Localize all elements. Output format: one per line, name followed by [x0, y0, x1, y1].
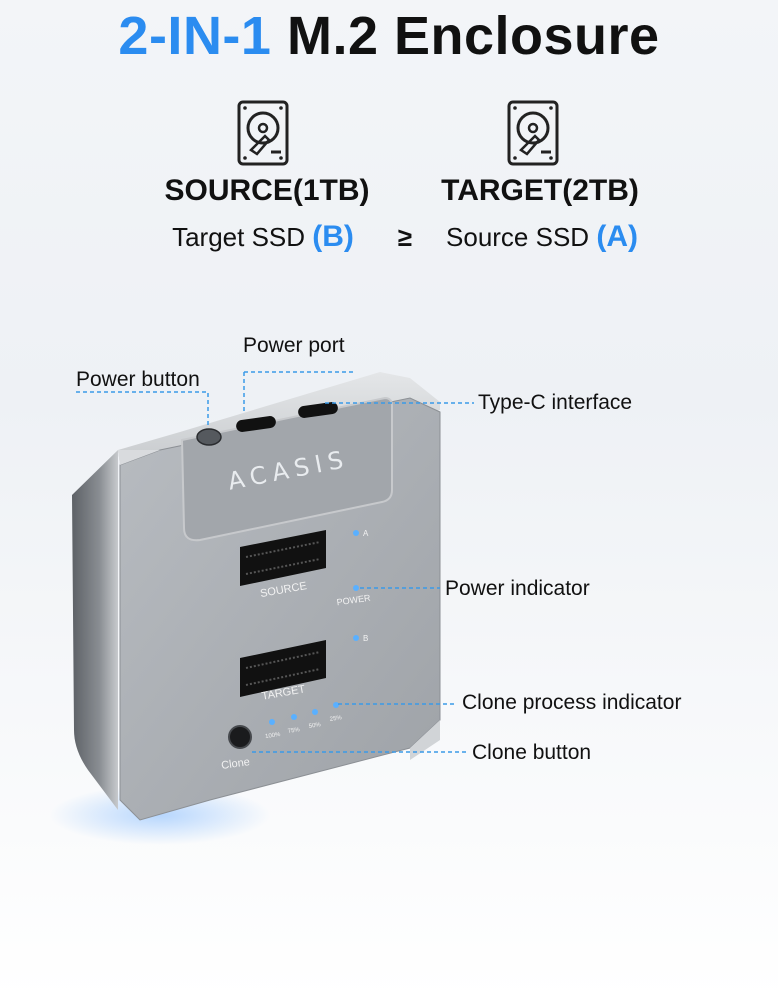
target-subtitle-text: Source SSD [446, 222, 590, 252]
type-c-port [298, 402, 338, 418]
target-slot-pins [245, 651, 321, 686]
callout-power-indicator: Power indicator [445, 577, 590, 600]
led-b [353, 635, 359, 641]
target-subtitle: Source SSD (A) [412, 220, 672, 254]
source-slot-pins [245, 541, 321, 575]
callout-line-power-button [76, 391, 209, 428]
led-50 [312, 709, 318, 715]
power-port [236, 416, 276, 432]
led-a-label: A [363, 529, 369, 538]
underglow [50, 785, 270, 845]
relation-symbol: ≥ [397, 222, 413, 252]
page-title: 2-IN-1 M.2 Enclosure [0, 4, 778, 68]
progress-label-75: 75% [287, 727, 300, 735]
callout-lines [76, 371, 474, 753]
logo-panel [180, 396, 393, 542]
device-illustration: ACASIS SOURCE TARGET A B POWER 100% 75% … [50, 371, 474, 845]
led-75 [291, 714, 297, 720]
progress-label-100: 100% [265, 732, 282, 740]
device-side [72, 450, 118, 810]
source-heading: SOURCE(1TB) [164, 174, 370, 207]
source-subtitle-letter: (B) [312, 220, 354, 253]
progress-label-25: 25% [329, 715, 342, 723]
led-a [353, 530, 359, 536]
device-chamfer [410, 720, 440, 760]
title-prefix: 2-IN-1 [118, 6, 272, 66]
target-heading: TARGET(2TB) [441, 174, 639, 207]
target-subtitle-letter: (A) [596, 220, 638, 253]
hard-drive-icon [237, 100, 289, 166]
led-power [353, 585, 359, 591]
clone-label: Clone [221, 756, 251, 772]
hard-drive-icon [507, 100, 559, 166]
callout-line-power-port [243, 371, 354, 412]
progress-label-50: 50% [308, 722, 321, 730]
source-subtitle: Target SSD (B) [133, 220, 393, 254]
power-button[interactable] [196, 428, 222, 446]
callout-power-port: Power port [243, 334, 345, 357]
callout-clone-process: Clone process indicator [462, 691, 682, 714]
callout-clone-button: Clone button [472, 741, 592, 764]
source-subtitle-text: Target SSD [172, 222, 306, 252]
led-100 [269, 719, 275, 725]
source-slot [240, 530, 326, 586]
led-25 [333, 702, 339, 708]
callout-type-c: Type-C interface [478, 391, 633, 414]
title-rest: M.2 Enclosure [286, 6, 660, 66]
target-slot [240, 640, 326, 697]
clone-button[interactable] [228, 725, 252, 749]
led-b-label: B [363, 634, 368, 643]
led-power-label: POWER [336, 593, 372, 608]
callout-power-button: Power button [76, 368, 200, 391]
device-chamfer [118, 450, 160, 465]
